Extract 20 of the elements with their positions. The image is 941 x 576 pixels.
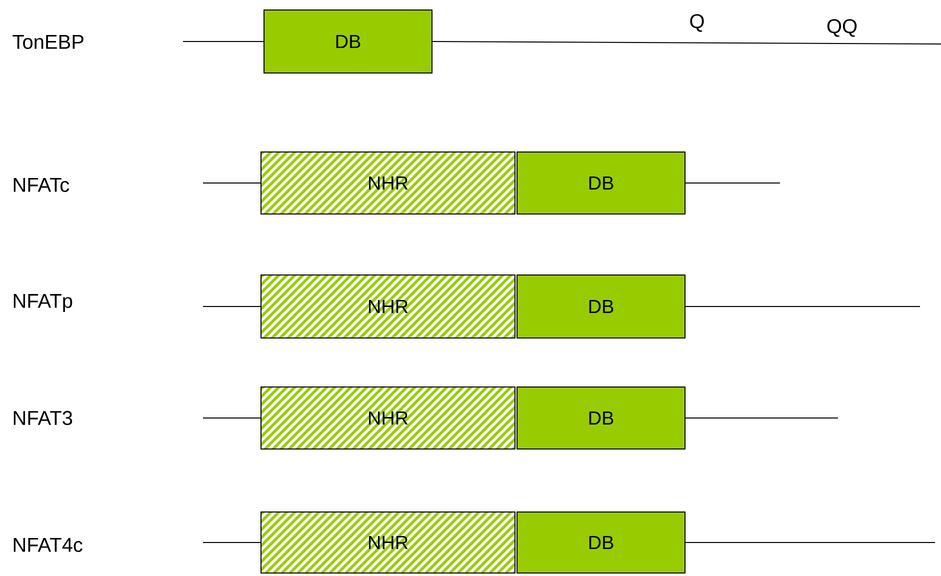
- backbone-line: [202, 182, 261, 184]
- glutamine-mark: Q: [690, 14, 704, 32]
- backbone-line: [685, 306, 920, 307]
- backbone-line: [685, 182, 781, 184]
- protein-name: NFAT4c: [14, 538, 82, 552]
- domain-box: DB: [516, 274, 686, 338]
- protein-name: NFATp: [14, 294, 72, 312]
- backbone-line: [685, 542, 936, 543]
- backbone-line: [432, 41, 941, 44]
- backbone-line: [202, 542, 261, 543]
- protein-name: NFAT3: [14, 410, 72, 426]
- domain-box: DB: [516, 512, 686, 574]
- protein-name: TonEBP: [12, 35, 84, 49]
- backbone-line: [202, 306, 261, 307]
- domain-box: DB: [264, 10, 432, 74]
- domain-box: DB: [516, 386, 686, 450]
- backbone-line: [182, 41, 264, 42]
- domain-box: DB: [516, 152, 686, 214]
- protein-name: NFATc: [14, 178, 70, 192]
- glutamine-mark: QQ: [827, 19, 857, 37]
